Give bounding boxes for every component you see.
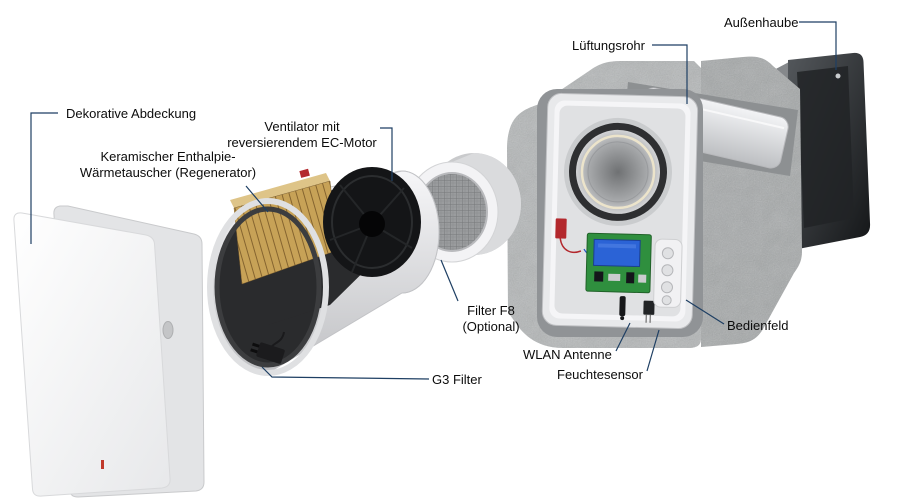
label-text: Lüftungsrohr — [572, 38, 645, 53]
control-button-1 — [661, 247, 674, 260]
sensor-pins — [645, 314, 651, 323]
chip-3 — [626, 272, 635, 284]
control-button-4 — [661, 295, 672, 306]
leader-g3-filter — [261, 366, 430, 380]
connector-pin-1 — [252, 342, 260, 348]
label-text-line1: Keramischer Enthalpie- — [100, 149, 236, 164]
hood-inner-panel — [797, 66, 854, 228]
wlan-antenna-tip — [620, 316, 625, 321]
display-glare — [598, 243, 637, 249]
cover-red-mark — [101, 460, 104, 469]
label-ventilator: Ventilator mit reversierendem EC-Motor — [226, 119, 378, 152]
indoor-unit-housing — [541, 92, 699, 330]
label-text-line1: Ventilator mit — [264, 119, 340, 134]
red-wire — [559, 238, 582, 254]
duct-inner-line — [587, 141, 649, 203]
control-button-3 — [660, 281, 673, 294]
red-clip — [299, 168, 310, 178]
label-text-line1: Filter F8 — [467, 303, 515, 318]
leader-dekorative-abdeckung — [30, 112, 58, 244]
leader-wlan-antenne — [615, 322, 631, 352]
ec-fan — [323, 167, 421, 277]
leader-bedienfeld — [685, 299, 725, 325]
label-waermetauscher: Keramischer Enthalpie- Wärmetauscher (Re… — [70, 149, 266, 182]
leader-lueftungsrohr — [652, 44, 688, 104]
leader-lines — [30, 21, 837, 380]
label-wlan-antenne: WLAN Antenne — [523, 347, 612, 363]
label-text-line2: (Optional) — [462, 319, 520, 335]
label-bedienfeld: Bedienfeld — [727, 318, 788, 334]
wlan-antenna-part — [619, 296, 626, 317]
label-filter-f8: Filter F8 (Optional) — [450, 303, 532, 336]
fan-ring — [331, 175, 413, 269]
label-text: Bedienfeld — [727, 318, 789, 333]
label-text-line2: Wärmetauscher (Regenerator) — [79, 165, 257, 181]
leader-ventilator — [380, 127, 393, 181]
label-g3-filter: G3 Filter — [432, 372, 482, 388]
decorative-cover — [13, 205, 205, 498]
red-component — [555, 218, 567, 239]
core-cartridge — [207, 167, 440, 376]
label-text: Außenhaube — [724, 15, 799, 30]
g3-filter-ring — [214, 206, 322, 368]
control-button-2 — [661, 264, 674, 277]
label-feuchtesensor: Feuchtesensor — [557, 367, 643, 383]
leader-filter-f8 — [440, 259, 459, 302]
leader-feuchtesensor — [646, 329, 660, 372]
label-dekorative-abdeckung: Dekorative Abdeckung — [66, 106, 196, 122]
chip-1 — [594, 271, 604, 282]
humidity-sensor-part — [643, 300, 655, 315]
fan-blades — [329, 184, 413, 273]
label-text: Dekorative Abdeckung — [66, 106, 197, 121]
chip-2 — [608, 273, 621, 282]
connector-body — [256, 342, 285, 364]
chip-4 — [638, 274, 647, 283]
label-text-line2: reversierendem EC-Motor — [227, 135, 377, 151]
leader-waermetauscher — [245, 185, 269, 213]
label-text: WLAN Antenne — [523, 347, 612, 362]
cover-front-panel — [13, 212, 171, 497]
leader-aussenhaube — [799, 21, 837, 70]
label-text: Feuchtesensor — [557, 367, 643, 382]
power-connector — [250, 342, 285, 364]
hood-screw — [835, 73, 841, 79]
frame-oval-hole — [162, 321, 174, 339]
connector-pin-2 — [250, 348, 258, 354]
label-text: G3 Filter — [432, 372, 482, 387]
ceramic-top-face — [230, 173, 330, 208]
ceramic-ring-edge — [580, 134, 656, 210]
label-aussenhaube: Außenhaube — [724, 15, 798, 31]
label-lueftungsrohr: Lüftungsrohr — [572, 38, 645, 54]
fan-hub — [359, 211, 385, 237]
display-module — [593, 238, 641, 268]
